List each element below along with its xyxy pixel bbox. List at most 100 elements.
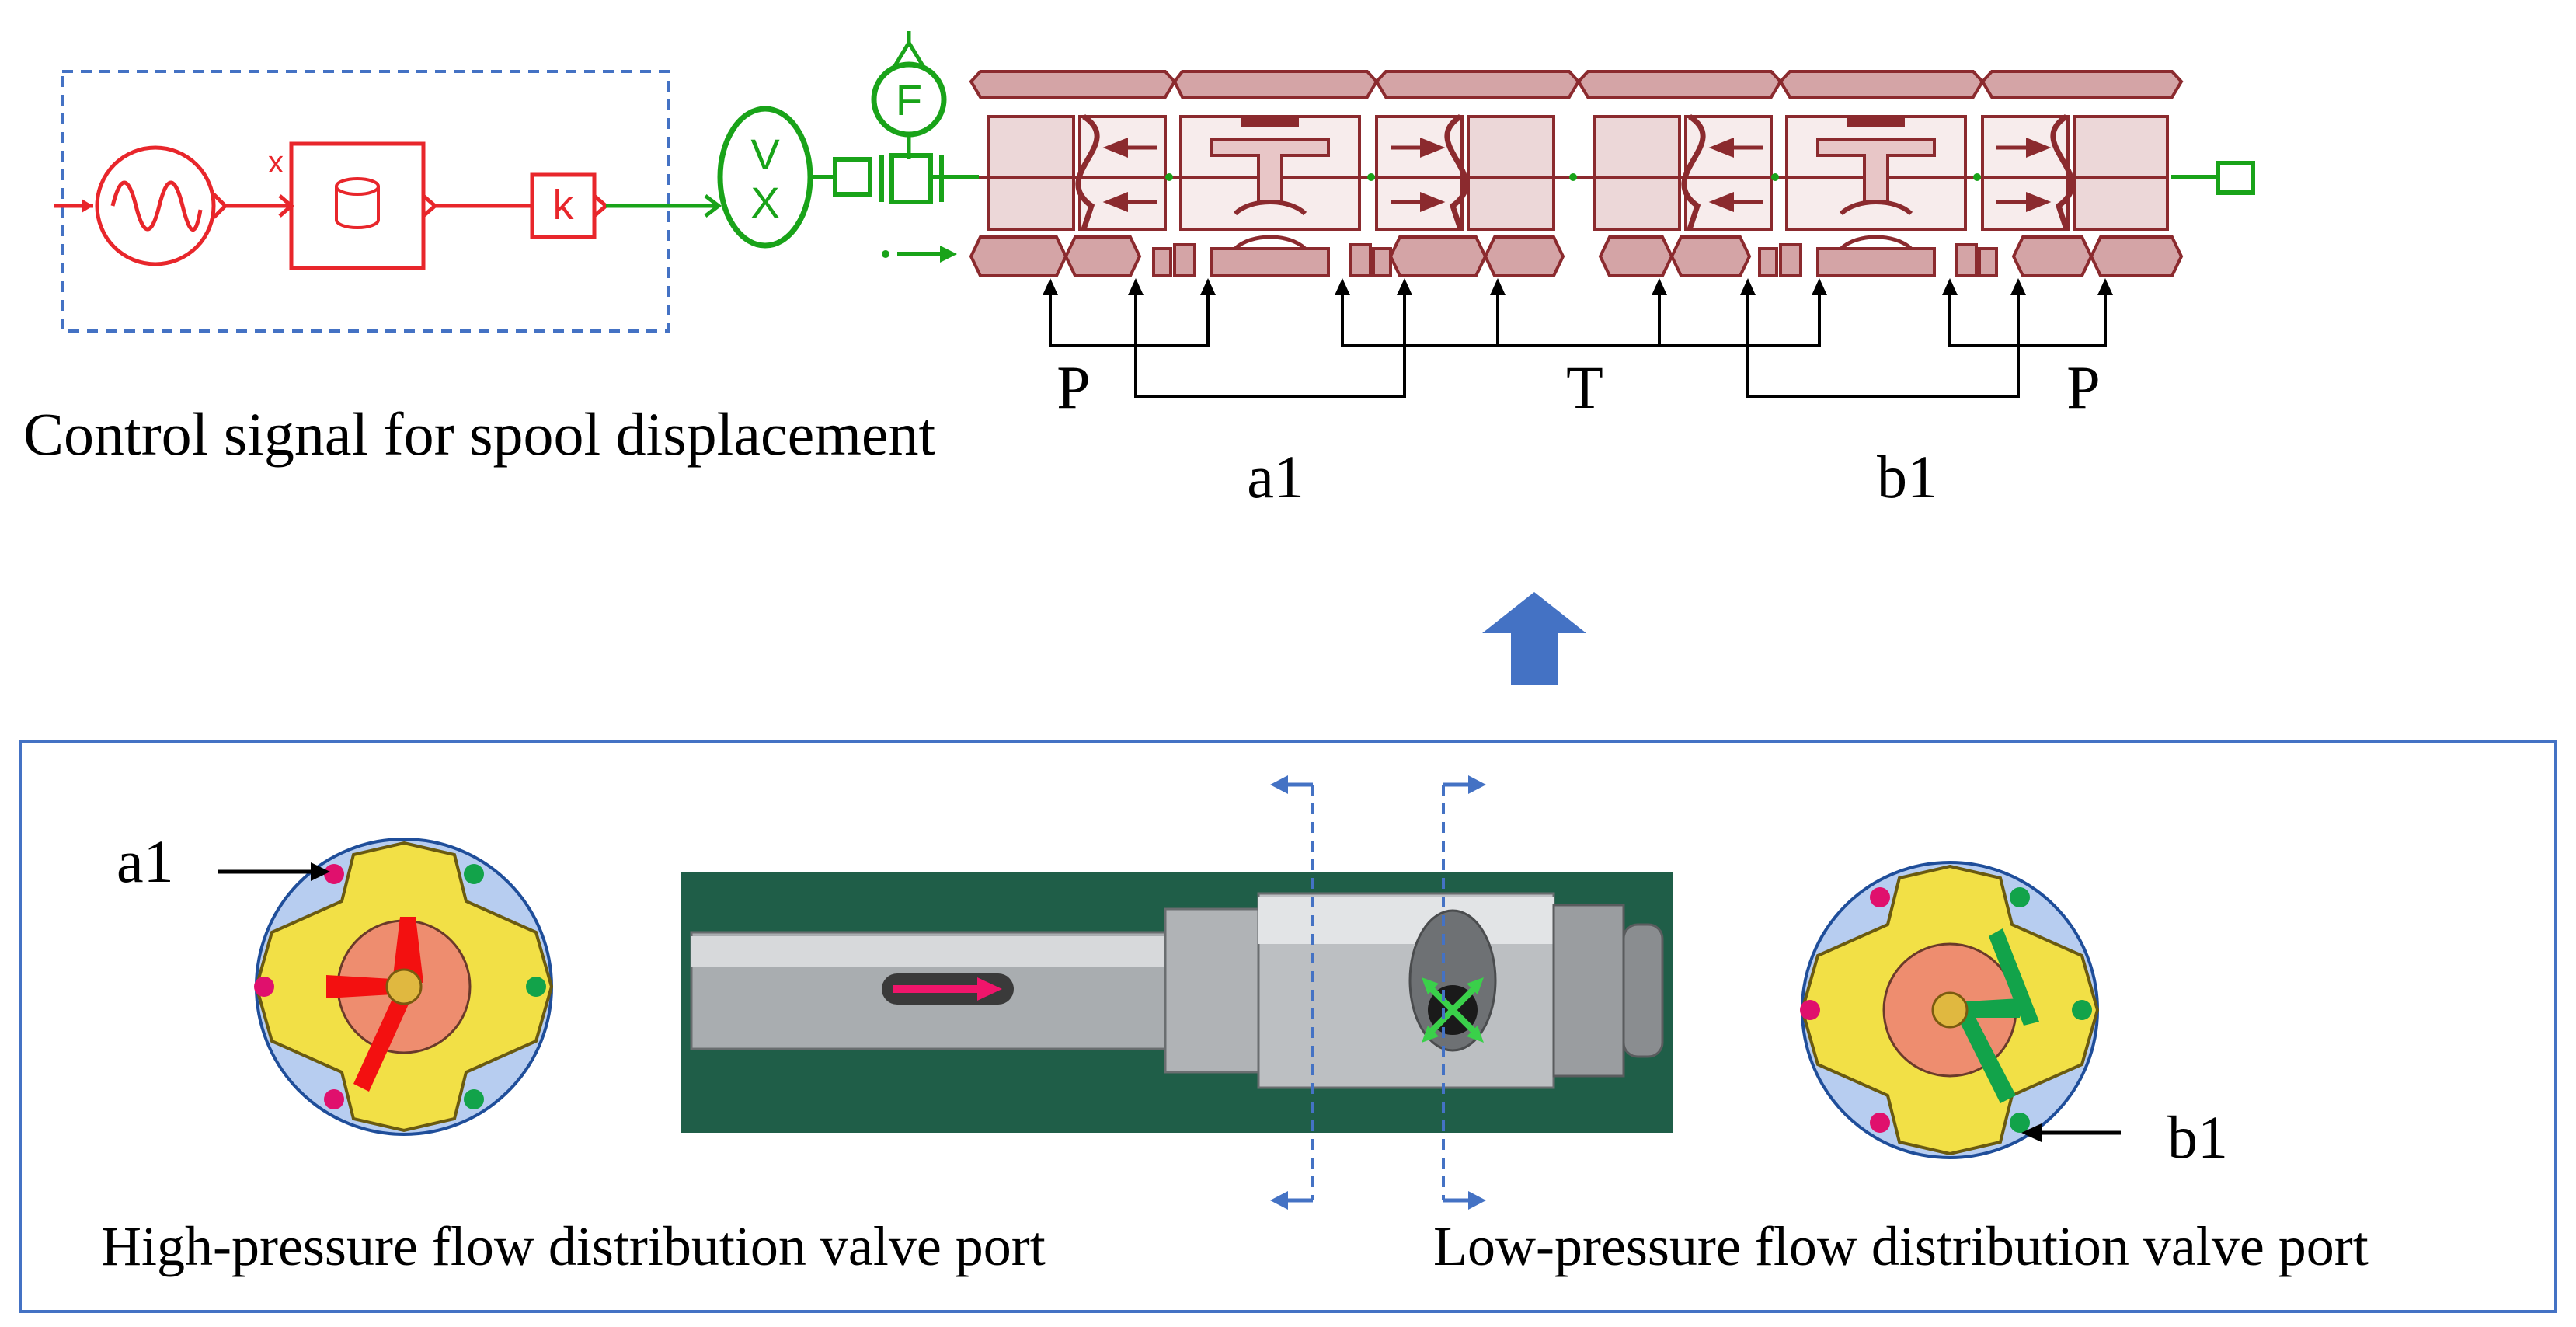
section-arrow-tr [1468, 775, 1486, 794]
velocity-symbol-bottom: X [750, 178, 779, 227]
control-signal-dashed-frame [61, 70, 670, 333]
signal-input-arrow [82, 199, 93, 213]
lp-dot-pink-2 [1800, 1000, 1820, 1020]
check-valve-8 [1978, 247, 1998, 277]
poppet-curve-3 [1681, 114, 1706, 231]
actuator-input-arrow [704, 194, 722, 218]
velocity-symbol-top: V [750, 130, 780, 179]
lp-channel-up [1989, 928, 2039, 1026]
valve-cap-top-3 [1374, 70, 1581, 99]
sine-source-icon [95, 145, 216, 266]
port-arrow-6 [1490, 278, 1506, 295]
spool-cross-head-1 [1467, 977, 1484, 994]
center-arc-1 [1234, 235, 1307, 250]
check-valve-7 [1955, 243, 1978, 277]
port-label-t: T [1566, 354, 1603, 421]
port-arrow-1 [1043, 278, 1058, 295]
lp-center-pin [1931, 991, 1969, 1029]
b1-connection [1746, 291, 2020, 398]
database-icon [335, 186, 380, 229]
control-signal-group: x k [54, 70, 722, 333]
check-valve-6 [1779, 243, 1802, 277]
valve-cap-top-1 [969, 70, 1177, 99]
valve-cap-bottom-8 [2089, 235, 2184, 277]
port-arrow-11 [2010, 278, 2026, 295]
port-label-p-left: P [1057, 354, 1090, 421]
spool-collar-1 [1164, 907, 1260, 1074]
check-valve-1 [1152, 247, 1172, 277]
hp-channel-left [326, 975, 392, 998]
center-arc-2 [1840, 235, 1913, 250]
high-pressure-port-disc [254, 838, 554, 1136]
port-arrow-4 [1335, 278, 1350, 295]
low-pressure-caption: Low-pressure flow distribution valve por… [1433, 1215, 2369, 1277]
piston-cap-1 [1241, 117, 1299, 127]
pointer-label-b1: b1 [2167, 1103, 2228, 1171]
rod-joint-4 [1771, 173, 1779, 181]
pointer-arrow-a1 [311, 862, 330, 881]
check-valve-5 [1758, 247, 1778, 277]
valve-cap-bottom-4 [1483, 235, 1565, 277]
valve-cap-top-2 [1172, 70, 1379, 99]
port-arrow-8 [1740, 278, 1756, 295]
rod-joint-2 [1367, 173, 1375, 181]
pointer-arrow-b1 [2021, 1123, 2042, 1142]
piston-seat-2 [1839, 200, 1913, 216]
port-label-p-right: P [2066, 354, 2100, 421]
hp-center-pin [385, 968, 423, 1005]
check-valve-4 [1372, 247, 1392, 277]
rod-joint-1 [1165, 173, 1173, 181]
valve-cap-top-6 [1980, 70, 2184, 99]
valve-chain [969, 70, 2255, 277]
pointer-label-a1: a1 [117, 827, 174, 895]
rod-joint-3 [1569, 173, 1577, 181]
spool-slot-arrow-icon [977, 977, 1002, 1001]
a1-connection [1134, 291, 1406, 398]
port-arrow-3 [1200, 278, 1216, 295]
upward-arrow-icon [1482, 592, 1586, 685]
valve-cap-bottom-2 [1063, 235, 1142, 277]
port-label-a1: a1 [1247, 443, 1304, 510]
lp-channel-down [1958, 1010, 2016, 1103]
valve-cap-bottom-3 [1388, 235, 1488, 277]
gain-block [530, 172, 597, 239]
check-valve-3 [1349, 243, 1372, 277]
port-arrow-5 [1397, 278, 1412, 295]
spool-photo [681, 872, 1673, 1133]
spool-cross-head-4 [1467, 1026, 1484, 1043]
center-block-2 [1816, 247, 1936, 277]
port-arrowheads [1043, 278, 2113, 295]
center-block-1 [1210, 247, 1330, 277]
actuator-port-square [833, 157, 872, 197]
force-label: F [896, 75, 922, 124]
port-arrow-7 [1652, 278, 1667, 295]
hp-dot-pink-2 [254, 977, 274, 997]
lookup-table-block [289, 141, 426, 270]
gain-label: k [553, 182, 575, 228]
lp-dot-green-3 [2010, 1113, 2030, 1133]
section-arrow-br [1468, 1191, 1486, 1210]
valve-chamber-6 [1593, 115, 1681, 231]
port-arrow-12 [2097, 278, 2113, 295]
section-arrow-bl [1270, 1191, 1288, 1210]
valve-chamber-2 [1078, 115, 1167, 231]
lp-dot-pink-3 [1870, 1113, 1890, 1133]
green-arrow-dot [882, 250, 889, 258]
actuator-group: V X F [717, 31, 979, 263]
port-arrow-2 [1128, 278, 1144, 295]
spool-cross-head-3 [1422, 977, 1439, 994]
t-connection [1341, 291, 1821, 347]
piston-seat-1 [1233, 200, 1307, 216]
valve-end-port [2216, 161, 2255, 195]
p-left-connection [1049, 291, 1210, 347]
database-icon-top [335, 177, 380, 196]
check-valve-2 [1173, 243, 1196, 277]
mass-block [889, 153, 933, 204]
spool-body-highlight [1258, 897, 1554, 944]
spool-collar-2 [1552, 904, 1625, 1078]
spool-cross-head-2 [1422, 1026, 1439, 1043]
lp-dot-green-1 [2010, 887, 2030, 907]
valve-chamber-1 [987, 115, 1075, 231]
rod-joint-5 [1973, 173, 1981, 181]
